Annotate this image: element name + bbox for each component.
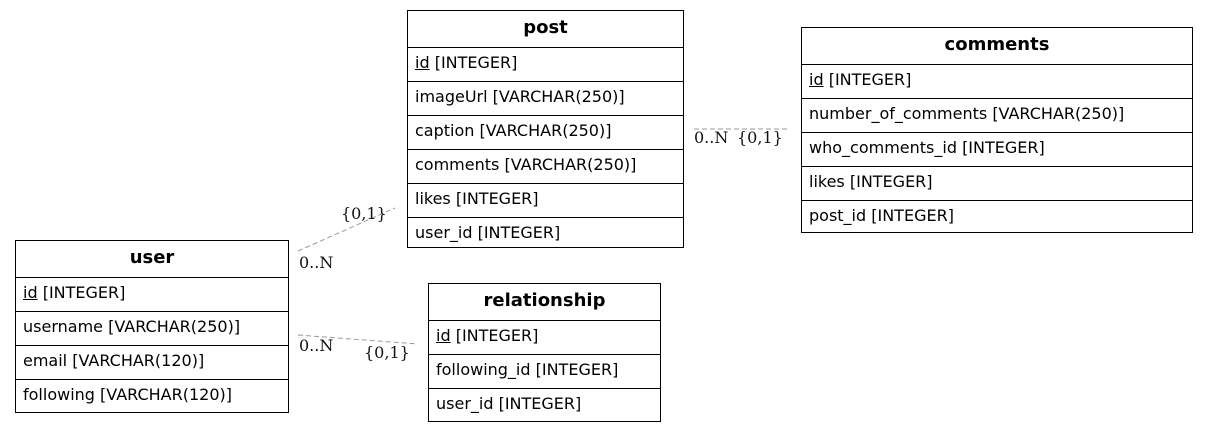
- attribute-type: [VARCHAR(250)]: [492, 87, 625, 106]
- entity-user[interactable]: user id [INTEGER] username [VARCHAR(250)…: [15, 240, 289, 413]
- cardinality-user-post-from: 0..N: [299, 253, 333, 272]
- attribute-name: likes: [809, 172, 845, 191]
- attribute-row: likes [INTEGER]: [408, 184, 683, 218]
- entity-post[interactable]: post id [INTEGER] imageUrl [VARCHAR(250)…: [407, 10, 684, 248]
- attribute-row: caption [VARCHAR(250)]: [408, 116, 683, 150]
- relation-line-user-relationship: [297, 334, 419, 345]
- attribute-type: [INTEGER]: [42, 283, 126, 302]
- attribute-name-pk: id: [23, 283, 38, 302]
- attribute-type: [VARCHAR(250)]: [479, 121, 612, 140]
- attribute-row: id [INTEGER]: [802, 65, 1192, 99]
- cardinality-post-comments-to: {0,1}: [737, 128, 783, 147]
- attribute-row: user_id [INTEGER]: [408, 218, 683, 251]
- cardinality-user-post-to: {0,1}: [341, 204, 387, 223]
- attribute-row: following_id [INTEGER]: [429, 355, 660, 389]
- attribute-row: comments [VARCHAR(250)]: [408, 150, 683, 184]
- attribute-row: id [INTEGER]: [16, 278, 288, 312]
- attribute-type: [INTEGER]: [477, 223, 561, 242]
- attribute-type: [VARCHAR(250)]: [108, 317, 241, 336]
- attribute-name: following_id: [436, 360, 531, 379]
- attribute-name-pk: id: [436, 326, 451, 345]
- attribute-type: [INTEGER]: [871, 206, 954, 225]
- attribute-name: post_id: [809, 206, 867, 225]
- attribute-type: [INTEGER]: [434, 53, 518, 72]
- entity-title: user: [16, 241, 288, 278]
- cardinality-user-relationship-from: 0..N: [299, 336, 333, 355]
- attribute-type: [VARCHAR(250)]: [504, 155, 637, 174]
- entity-title: relationship: [429, 284, 660, 321]
- attribute-name: comments: [415, 155, 500, 174]
- attribute-name-pk: id: [415, 53, 430, 72]
- attribute-name: following: [23, 385, 95, 404]
- attribute-row: imageUrl [VARCHAR(250)]: [408, 82, 683, 116]
- attribute-row: username [VARCHAR(250)]: [16, 312, 288, 346]
- attribute-row: who_comments_id [INTEGER]: [802, 133, 1192, 167]
- attribute-type: [INTEGER]: [498, 394, 582, 413]
- attribute-name-pk: id: [809, 70, 824, 89]
- attribute-row: likes [INTEGER]: [802, 167, 1192, 201]
- attribute-name: user_id: [415, 223, 473, 242]
- attribute-type: [VARCHAR(120)]: [100, 385, 232, 404]
- cardinality-post-comments-from: 0..N: [694, 128, 728, 147]
- attribute-row: user_id [INTEGER]: [429, 389, 660, 422]
- attribute-row: email [VARCHAR(120)]: [16, 346, 288, 380]
- attribute-row: following [VARCHAR(120)]: [16, 380, 288, 413]
- attribute-name: number_of_comments: [809, 104, 988, 123]
- relation-line-user-post: [297, 207, 396, 252]
- attribute-type: [INTEGER]: [455, 326, 539, 345]
- attribute-row: id [INTEGER]: [408, 48, 683, 82]
- attribute-type: [INTEGER]: [455, 189, 539, 208]
- attribute-name: user_id: [436, 394, 494, 413]
- attribute-row: number_of_comments [VARCHAR(250)]: [802, 99, 1192, 133]
- attribute-name: email: [23, 351, 68, 370]
- attribute-type: [INTEGER]: [849, 172, 933, 191]
- attribute-type: [INTEGER]: [535, 360, 619, 379]
- entity-title: comments: [802, 28, 1192, 65]
- entity-title: post: [408, 11, 683, 48]
- attribute-name: imageUrl: [415, 87, 488, 106]
- attribute-type: [INTEGER]: [962, 138, 1045, 157]
- attribute-name: caption: [415, 121, 475, 140]
- attribute-type: [VARCHAR(250)]: [992, 104, 1125, 123]
- cardinality-user-relationship-to: {0,1}: [364, 343, 410, 362]
- attribute-row: id [INTEGER]: [429, 321, 660, 355]
- attribute-type: [INTEGER]: [828, 70, 912, 89]
- attribute-type: [VARCHAR(120)]: [72, 351, 205, 370]
- entity-comments[interactable]: comments id [INTEGER] number_of_comments…: [801, 27, 1193, 233]
- entity-relationship[interactable]: relationship id [INTEGER] following_id […: [428, 283, 661, 422]
- attribute-name: username: [23, 317, 103, 336]
- attribute-name: who_comments_id: [809, 138, 957, 157]
- attribute-name: likes: [415, 189, 451, 208]
- attribute-row: post_id [INTEGER]: [802, 201, 1192, 234]
